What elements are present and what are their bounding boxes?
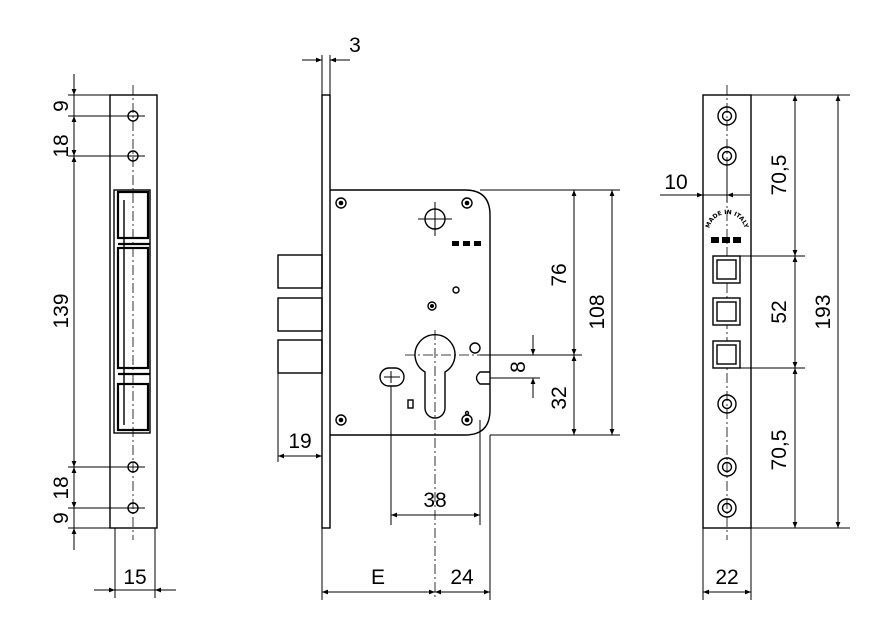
dim-strike-edge-to-hole: 10	[664, 171, 687, 194]
strike-hole-3	[717, 394, 737, 414]
side-bolt-3	[116, 382, 150, 432]
pin-hole	[427, 301, 437, 311]
cylinder-cutout	[414, 334, 456, 419]
dim-side-top-edge: 9	[50, 100, 73, 112]
dim-side-bottom-hole: 18	[50, 476, 73, 499]
dim-strike-mid-span: 52	[768, 300, 791, 323]
side-bolt-2	[116, 246, 150, 370]
side-bolt-housing	[113, 189, 151, 434]
dim-cyl-to-screw: 38	[423, 489, 446, 512]
small-slot	[452, 241, 459, 246]
handle-hole	[379, 367, 405, 387]
dim-strike-bottom-span: 70,5	[768, 430, 791, 471]
dim-strike-top-span: 70,5	[768, 155, 791, 196]
strike-hole-4	[717, 457, 737, 477]
case-screw-tl-center	[338, 200, 344, 206]
side-view: 18 9 139 18 9 15	[50, 74, 176, 598]
dim-side-bottom-edge: 9	[50, 512, 73, 524]
strike-hole-1-inner	[721, 110, 733, 122]
follower-notch	[475, 371, 490, 385]
side-bolt-1	[116, 190, 150, 240]
case-screw-tl	[335, 197, 347, 209]
dim-side-hole-span: 139	[50, 293, 73, 328]
strike-hole-3-inner	[721, 398, 733, 410]
strike-hole-4-inner	[721, 461, 733, 473]
stamp-logo-block	[733, 237, 741, 243]
front-faceplate	[321, 94, 331, 529]
bolt-middle	[277, 297, 323, 332]
case-screw-tr-center	[464, 200, 470, 206]
strike-opening-2-inner	[716, 301, 737, 322]
pin-hole	[469, 342, 481, 354]
side-faceplate-outline	[109, 94, 158, 529]
dim-strike-width: 22	[715, 566, 738, 589]
strike-hole-2-inner	[721, 150, 733, 162]
dim-bolt-projection: 19	[288, 430, 311, 453]
strike-opening-3-inner	[716, 344, 737, 365]
strike-hole-5	[717, 498, 737, 518]
case-screw-tr	[461, 197, 473, 209]
small-dot	[464, 410, 470, 416]
dim-strike-total: 193	[812, 294, 835, 329]
stamp-logo-block	[722, 237, 730, 243]
dim-side-top-hole: 18	[50, 134, 73, 157]
pin-hole-center	[430, 304, 434, 308]
bolt-bottom	[277, 339, 323, 374]
small-slot	[474, 241, 481, 246]
small-marker	[407, 399, 414, 409]
dim-side-width: 15	[123, 566, 146, 589]
lock-case-outline	[330, 189, 491, 436]
small-slot	[463, 241, 470, 246]
strike-view: MADE IN ITALY 10 70,5 52 70,5 193 22	[660, 85, 850, 600]
dim-case-height: 108	[586, 294, 609, 329]
strike-hole-5-inner	[721, 502, 733, 514]
dim-case-top-to-cyl: 76	[548, 263, 571, 286]
strike-hole-1	[717, 106, 737, 126]
bolt-top	[277, 254, 323, 289]
stamp-logo-block	[711, 237, 719, 243]
case-screw-br-center	[464, 417, 470, 423]
case-screw-bl-center	[338, 417, 344, 423]
front-view: 3 19 76 108 8 32 38 E 24	[277, 34, 620, 600]
dim-cyl-to-bottom: 32	[548, 386, 571, 409]
dim-faceplate-thickness: 3	[349, 34, 361, 57]
case-screw-bl	[335, 414, 347, 426]
dim-backset-right: 24	[450, 566, 474, 589]
strike-opening-1-inner	[716, 259, 737, 280]
dim-follower-gap: 8	[507, 361, 530, 373]
pin-hole	[452, 286, 460, 294]
dim-backset: E	[371, 566, 385, 589]
